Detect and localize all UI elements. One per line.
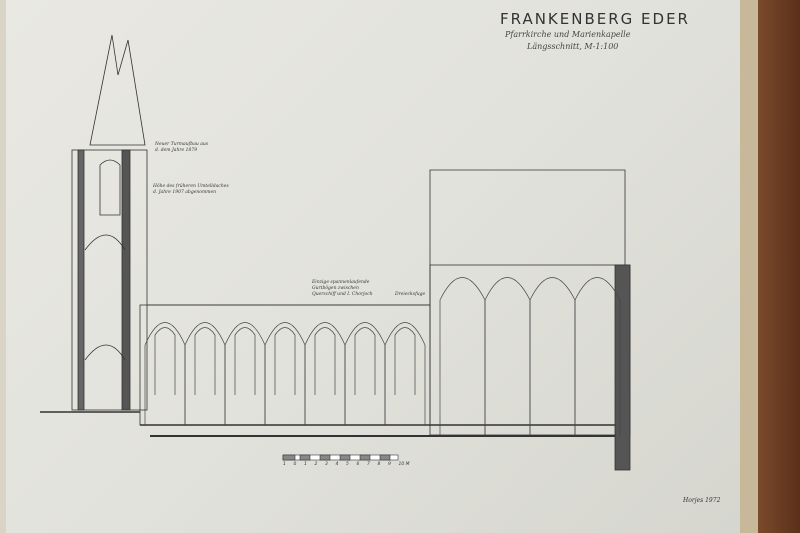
signature: Horjes 1972 bbox=[683, 497, 721, 504]
nave bbox=[139, 304, 431, 426]
drawing-title: FRANKENBERG EDER bbox=[500, 10, 690, 28]
nave-arch bbox=[384, 322, 426, 425]
scale-label: 1 bbox=[283, 462, 286, 467]
nave-arch bbox=[304, 322, 346, 425]
annotation: Dreiecksfuge bbox=[395, 292, 426, 297]
nave-arch bbox=[264, 322, 306, 425]
scale-label: 8 bbox=[377, 462, 381, 467]
scale-label: 4 bbox=[335, 462, 339, 467]
tower bbox=[71, 149, 148, 411]
nave-arch bbox=[144, 322, 186, 425]
choir-arch bbox=[484, 277, 531, 436]
scale-label: 5 bbox=[346, 462, 349, 467]
scale-label: 7 bbox=[367, 462, 370, 467]
scale-label: 3 bbox=[325, 462, 328, 467]
scale-label: 10 M bbox=[398, 462, 410, 467]
nave-arch bbox=[344, 322, 386, 425]
nave-arch bbox=[184, 322, 226, 425]
drawing-subtitle: Pfarrkirche und Marienkapelle bbox=[505, 30, 631, 39]
choir-arch bbox=[574, 277, 621, 436]
choir-arch bbox=[529, 277, 576, 436]
scale-label: 6 bbox=[356, 462, 360, 467]
scale-label: 1 bbox=[304, 462, 307, 467]
frame-edge bbox=[740, 0, 758, 533]
scale-label: 2 bbox=[314, 462, 318, 467]
choir-arch bbox=[439, 277, 486, 436]
scale-label: 0 bbox=[293, 462, 297, 467]
tower-spire bbox=[89, 34, 146, 146]
nave-arch bbox=[224, 322, 266, 425]
wooden-frame bbox=[758, 0, 800, 533]
scale-label: 9 bbox=[388, 462, 391, 467]
scale-bar bbox=[282, 454, 399, 461]
drawing-section-label: Längsschnitt, M-1:100 bbox=[527, 42, 619, 51]
